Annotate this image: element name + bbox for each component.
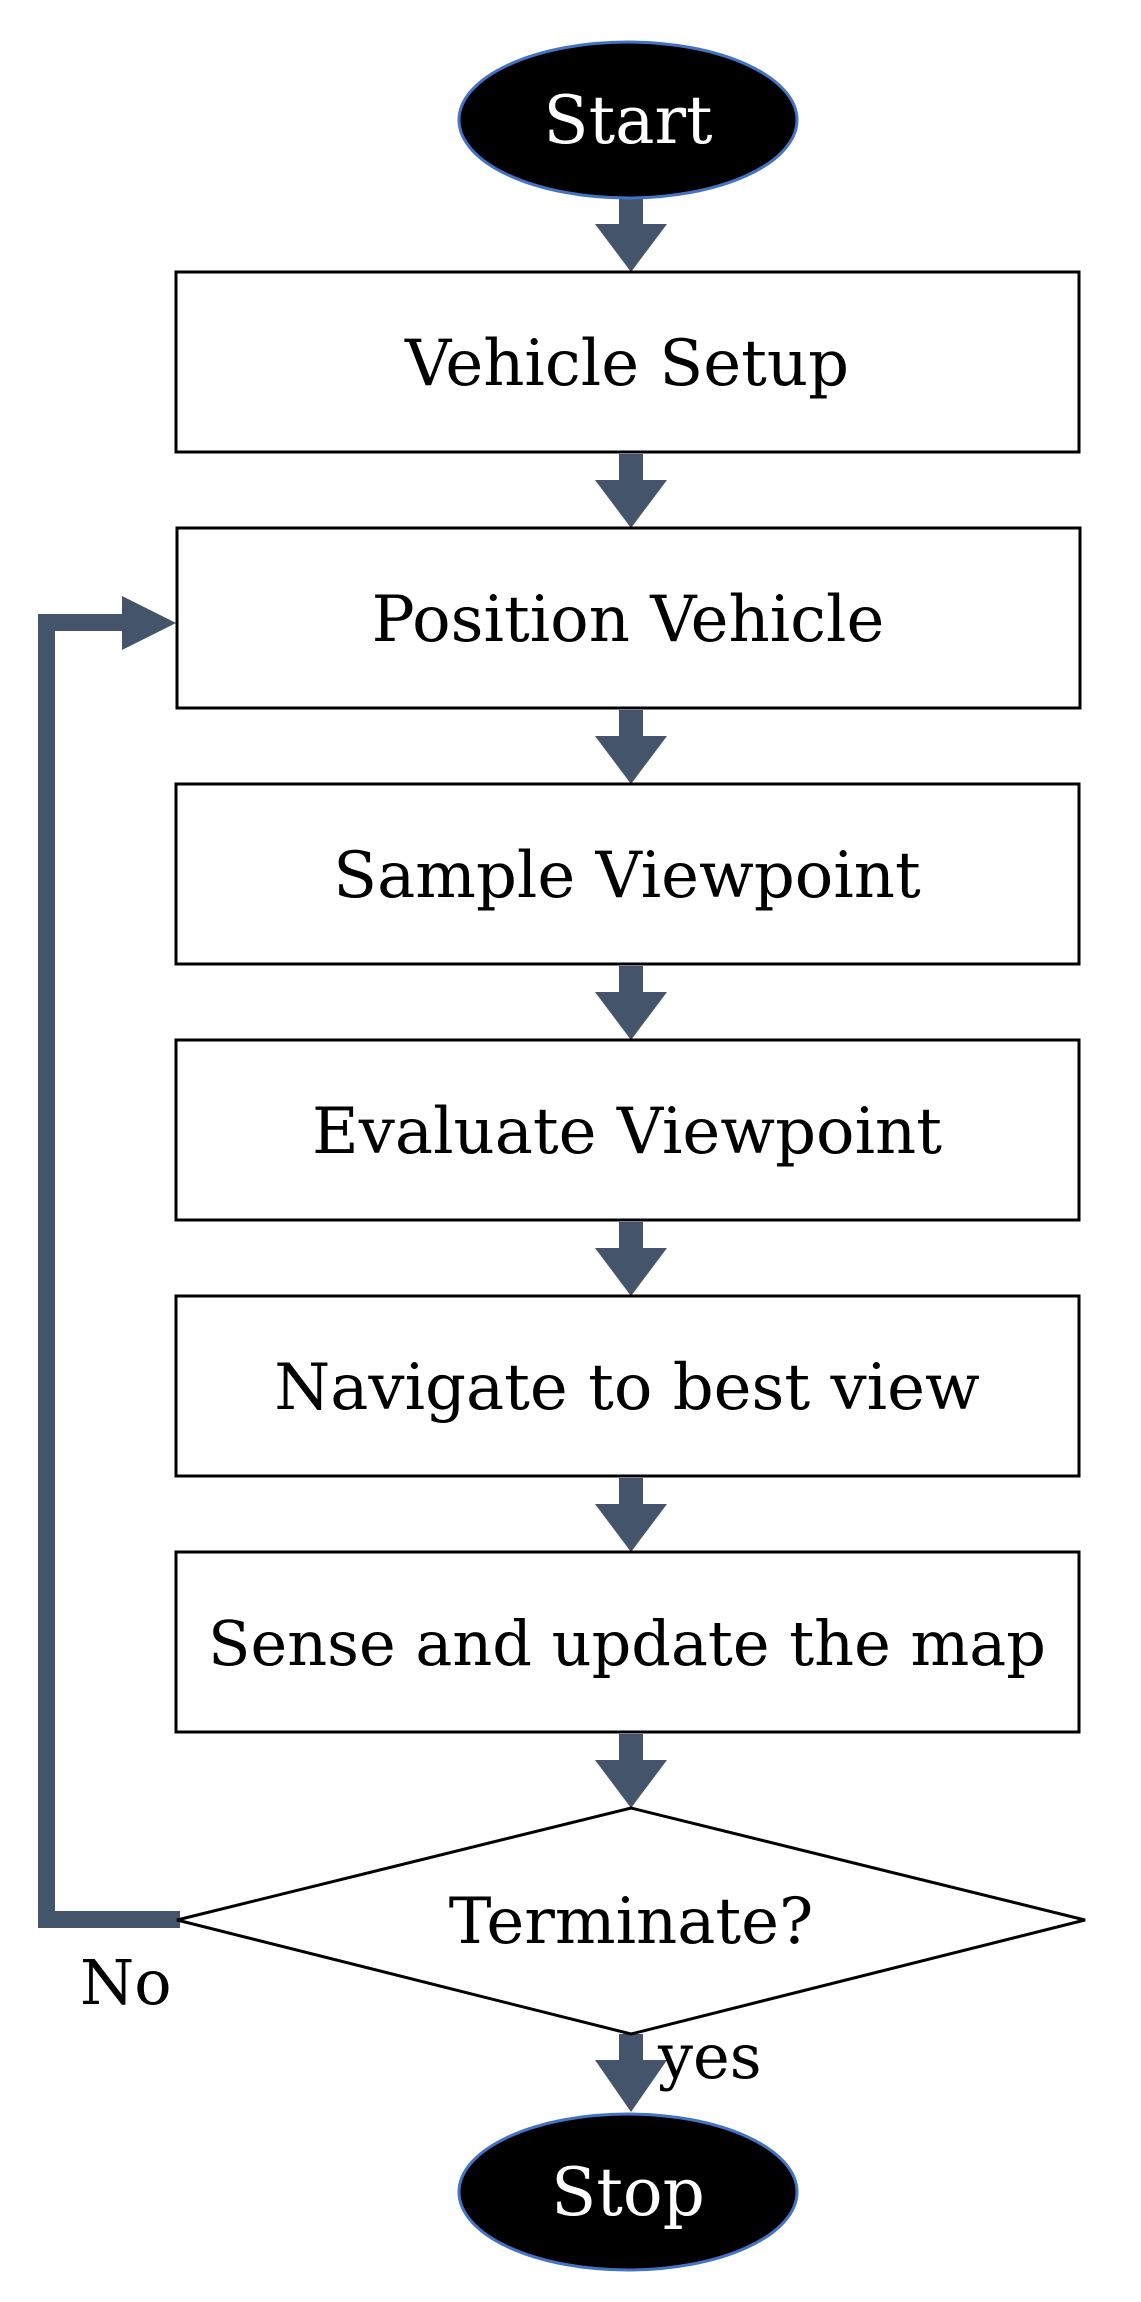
start-terminal: Start — [457, 40, 799, 200]
step-label-navigate-to-best-view: Navigate to best view — [274, 1351, 979, 1425]
arrow-evaluate-to-navigate — [595, 1222, 667, 1296]
stop-label: Stop — [551, 2154, 705, 2231]
arrow-navigate-to-sense — [595, 1478, 667, 1552]
process-box-vehicle-setup: Vehicle Setup — [174, 270, 1081, 454]
arrow-vehicle-setup-to-position-vehicle — [595, 454, 667, 528]
process-box-sample-viewpoint: Sample Viewpoint — [174, 782, 1081, 966]
process-box-navigate-to-best-view: Navigate to best view — [174, 1294, 1081, 1478]
yes-branch-label: yes — [657, 2020, 762, 2093]
arrow-terminate-to-stop — [595, 2034, 667, 2112]
no-branch-label: No — [80, 1946, 172, 2019]
arrow-no-loop-to-position-vehicle — [38, 596, 180, 1928]
step-label-position-vehicle: Position Vehicle — [372, 583, 885, 657]
process-box-sense-and-update-map: Sense and update the map — [174, 1550, 1081, 1734]
process-box-position-vehicle: Position Vehicle — [175, 526, 1082, 710]
decision-label: Terminate? — [449, 1885, 814, 1959]
step-label-sense-and-update-map: Sense and update the map — [208, 1607, 1046, 1680]
arrow-start-to-vehicle-setup — [595, 198, 667, 272]
arrow-sense-to-terminate — [595, 1734, 667, 1808]
arrow-sample-to-evaluate-viewpoint — [595, 966, 667, 1040]
step-label-vehicle-setup: Vehicle Setup — [404, 327, 849, 401]
step-label-sample-viewpoint: Sample Viewpoint — [333, 839, 921, 913]
arrow-position-vehicle-to-sample-viewpoint — [595, 710, 667, 784]
stop-terminal: Stop — [457, 2112, 799, 2272]
process-box-evaluate-viewpoint: Evaluate Viewpoint — [174, 1038, 1081, 1222]
decision-terminate: Terminate? — [176, 1806, 1086, 2036]
start-label: Start — [543, 82, 712, 159]
step-label-evaluate-viewpoint: Evaluate Viewpoint — [312, 1095, 942, 1169]
